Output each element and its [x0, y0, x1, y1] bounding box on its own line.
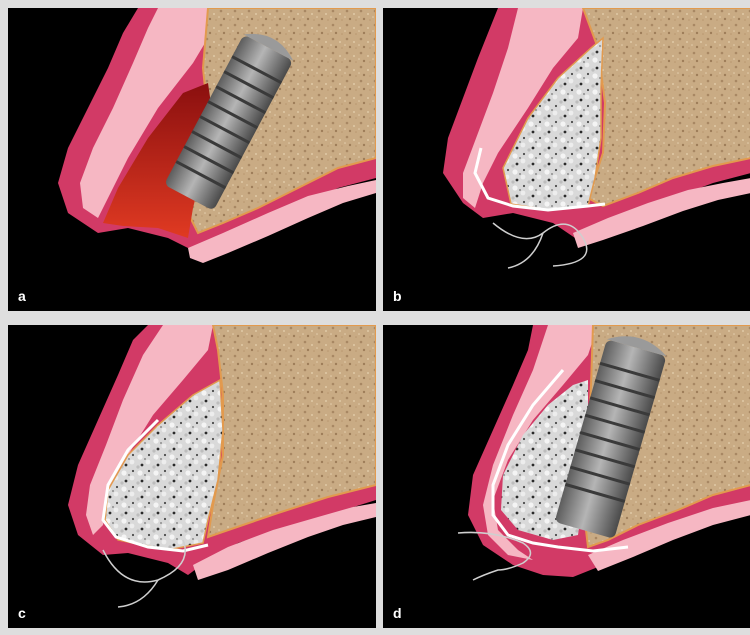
panel-d: d — [383, 325, 750, 628]
panel-label: b — [393, 288, 402, 304]
panel-label: d — [393, 605, 402, 621]
panel-b: b — [383, 8, 750, 311]
panel-a: a — [8, 8, 376, 311]
panel-label: a — [18, 288, 26, 304]
panel-c: c — [8, 325, 376, 628]
panel-label: c — [18, 605, 26, 621]
